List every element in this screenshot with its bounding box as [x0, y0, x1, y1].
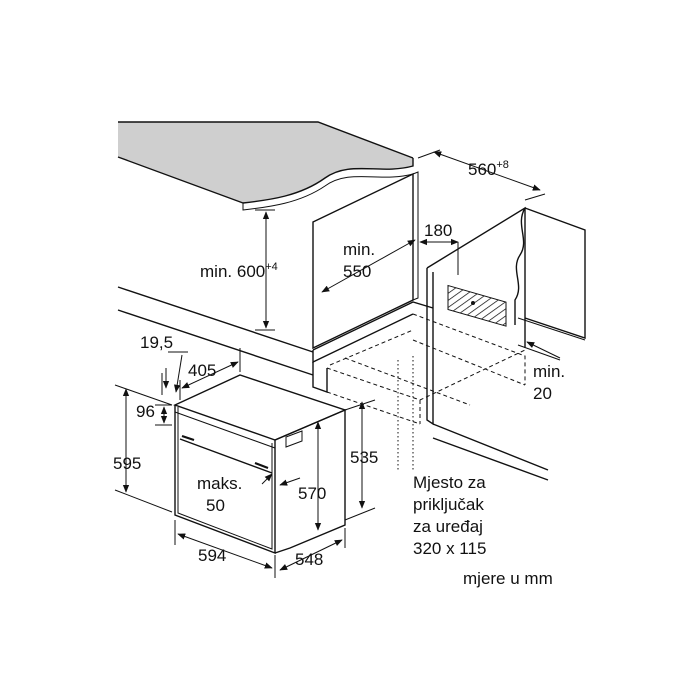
min-gap-label-line1: min.	[533, 362, 565, 381]
connection-leader	[397, 356, 414, 470]
total-height-label: 595	[113, 454, 141, 473]
min-gap-label-line2: 20	[533, 384, 552, 403]
total-width-label: 594	[198, 546, 226, 565]
top-offset-label: 96	[136, 402, 155, 421]
min-depth-label-line1: min.	[343, 240, 375, 259]
countertop	[117, 121, 414, 211]
max-gap-label-line1: maks.	[197, 474, 242, 493]
cabinet-right-panel	[426, 206, 586, 426]
floor-lines	[117, 286, 549, 481]
connection-point	[471, 301, 475, 305]
hidden-edges	[326, 313, 526, 425]
niche-width-label: 560+8	[468, 159, 509, 179]
inner-height-label: 570	[298, 484, 326, 503]
body-depth-label: 548	[295, 550, 323, 569]
door-depth-label: 405	[188, 361, 216, 380]
cabinet-left-panel	[312, 171, 419, 350]
connection-note-line4: 320 x 115	[413, 539, 486, 558]
cabinet-bottom-shelf	[312, 301, 434, 393]
dimension-lines	[114, 149, 561, 578]
connection-note-line3: za uređaj	[413, 517, 483, 536]
max-gap-label-line2: 50	[206, 496, 225, 515]
min-height-label: min. 600+4	[200, 261, 278, 281]
min-depth-label-line2: 550	[343, 262, 371, 281]
connection-note-line1: Mjesto za	[413, 473, 486, 492]
body-height-label: 535	[350, 448, 378, 467]
connection-area	[447, 284, 507, 327]
connection-note-line2: priključak	[413, 495, 484, 514]
vent-depth-label: 180	[424, 221, 452, 240]
panel-thickness-label: 19,5	[140, 333, 173, 352]
oven	[173, 374, 347, 555]
units-note: mjere u mm	[463, 569, 553, 588]
